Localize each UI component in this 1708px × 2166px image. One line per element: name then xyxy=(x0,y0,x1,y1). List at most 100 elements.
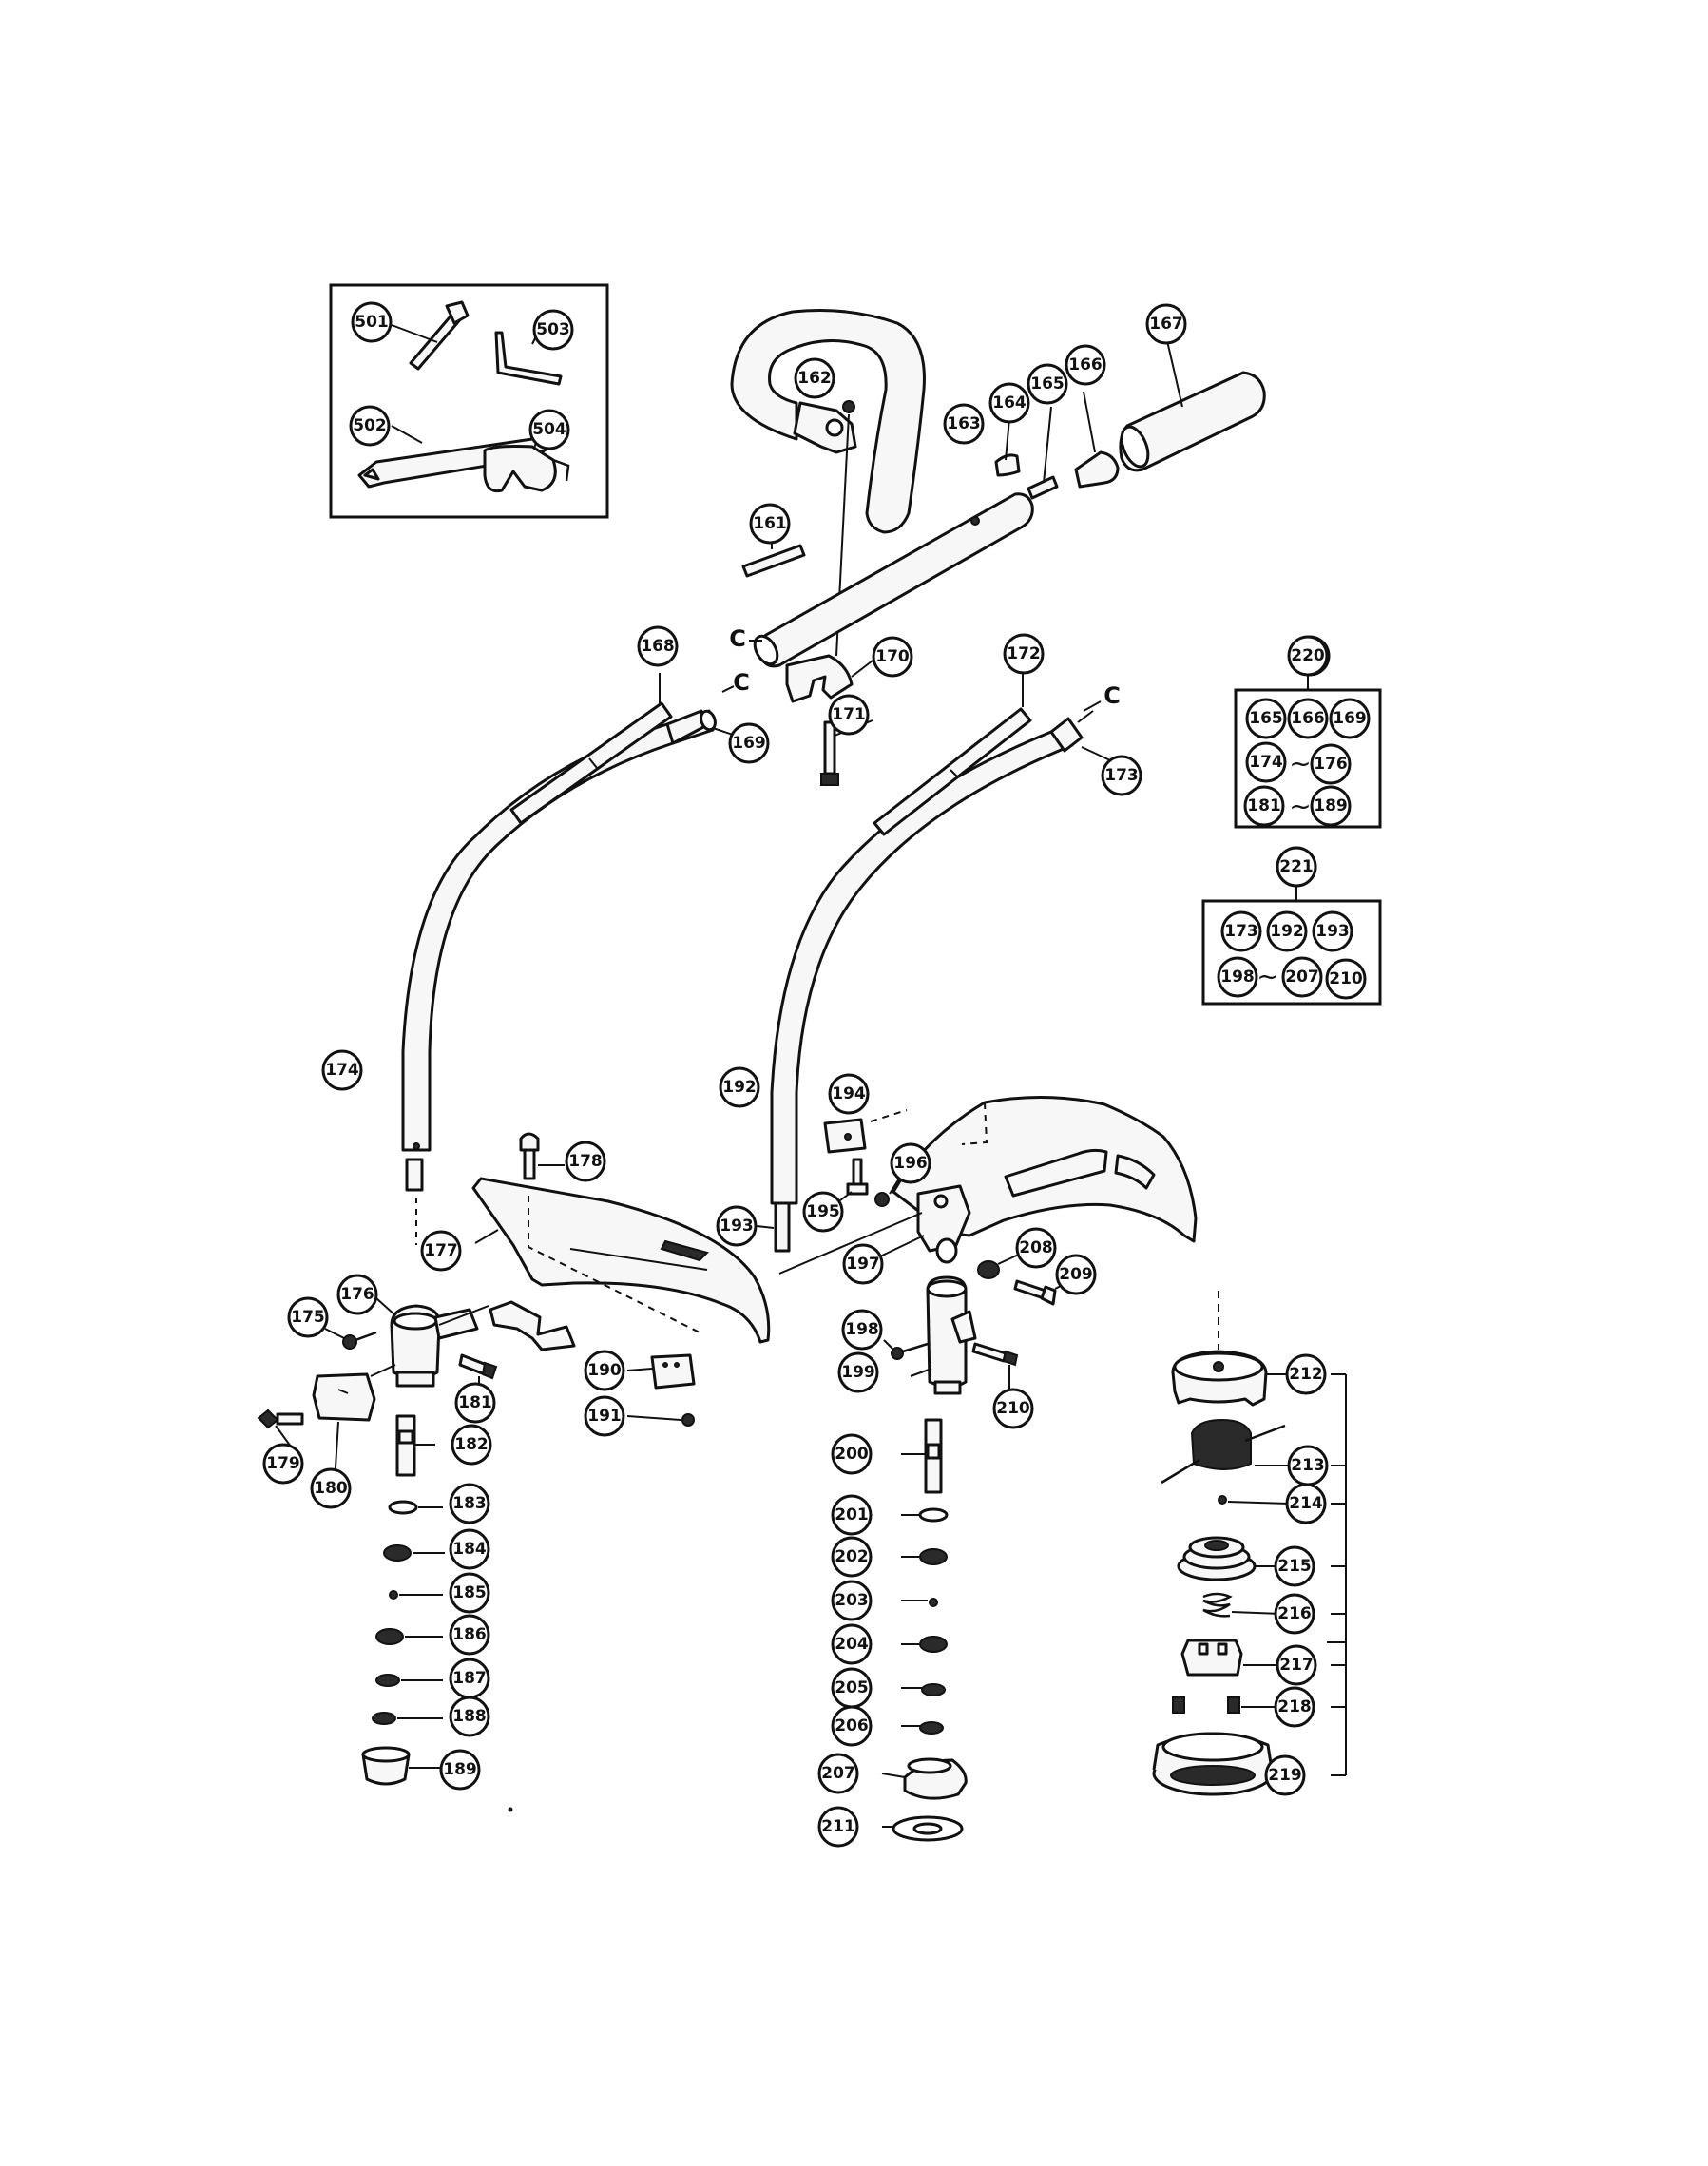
plate-190-drawing xyxy=(650,1353,696,1390)
callout-203: 203 xyxy=(831,1580,873,1621)
svg-text:217: 217 xyxy=(1279,1656,1314,1675)
svg-text:189: 189 xyxy=(1314,796,1348,815)
loop-handle-drawing xyxy=(730,309,926,534)
kit-220-item-189: 189 xyxy=(1310,785,1352,827)
svg-text:181: 181 xyxy=(458,1393,492,1412)
svg-text:162: 162 xyxy=(797,369,832,388)
callout-215: 215 xyxy=(1274,1545,1315,1587)
bolt-179-drawing xyxy=(257,1409,304,1429)
ball-213-drawing xyxy=(1218,1495,1227,1505)
svg-text:210: 210 xyxy=(996,1399,1030,1418)
svg-text:169: 169 xyxy=(732,734,766,753)
callout-167: 167 xyxy=(1145,303,1187,345)
callout-186: 186 xyxy=(449,1614,490,1656)
ball-185-drawing xyxy=(389,1590,398,1600)
svg-text:176: 176 xyxy=(1314,755,1348,774)
svg-text:187: 187 xyxy=(452,1669,487,1688)
label-172-drawing xyxy=(873,707,1032,836)
callout-181: 181 xyxy=(454,1382,496,1424)
callout-207: 207 xyxy=(817,1753,859,1794)
svg-text:195: 195 xyxy=(806,1202,840,1221)
svg-text:170: 170 xyxy=(875,647,910,666)
callout-164: 164 xyxy=(988,382,1030,424)
callout-179: 179 xyxy=(262,1443,304,1485)
svg-text:192: 192 xyxy=(722,1078,757,1097)
svg-text:210: 210 xyxy=(1329,969,1363,988)
bracket-219-lines xyxy=(1327,1373,1347,1776)
svg-text:501: 501 xyxy=(355,313,389,332)
kit-221-item-193: 193 xyxy=(1312,910,1353,952)
svg-text:182: 182 xyxy=(454,1435,489,1454)
kit-220-item-165: 165 xyxy=(1245,698,1287,739)
shaft-182-drawing xyxy=(395,1414,416,1477)
svg-text:208: 208 xyxy=(1019,1238,1053,1257)
callout-190: 190 xyxy=(584,1350,625,1391)
callout-189: 189 xyxy=(439,1749,481,1791)
svg-text:192: 192 xyxy=(1270,922,1304,941)
svg-text:188: 188 xyxy=(452,1707,487,1726)
kit-221-item-198: 198 xyxy=(1217,956,1258,998)
cone-166-drawing xyxy=(1074,450,1120,489)
svg-text:213: 213 xyxy=(1291,1456,1325,1475)
svg-text:161: 161 xyxy=(753,514,787,533)
grip-167-drawing xyxy=(1119,371,1266,472)
ring-216-drawing xyxy=(1180,1639,1243,1677)
callout-183: 183 xyxy=(449,1483,490,1524)
svg-text:175: 175 xyxy=(291,1308,325,1327)
nut-162-drawing xyxy=(842,400,855,413)
kit-221-item-210: 210 xyxy=(1325,958,1367,1000)
kit-220-item-174: 174 xyxy=(1245,741,1287,783)
svg-text:183: 183 xyxy=(452,1494,487,1513)
callout-204: 204 xyxy=(831,1623,873,1665)
svg-text:171: 171 xyxy=(832,705,866,724)
svg-text:163: 163 xyxy=(947,414,981,433)
svg-text:203: 203 xyxy=(835,1591,869,1610)
svg-text:220: 220 xyxy=(1291,646,1325,665)
callout-165: 165 xyxy=(1027,363,1068,405)
svg-text:214: 214 xyxy=(1289,1494,1323,1513)
spool-line-212-drawing xyxy=(1161,1418,1286,1485)
callout-503: 503 xyxy=(532,309,574,351)
svg-text:177: 177 xyxy=(424,1241,458,1260)
guard-197-drawing xyxy=(870,1096,1198,1264)
callout-184: 184 xyxy=(449,1528,490,1570)
callout-192: 192 xyxy=(719,1066,760,1108)
callout-197: 197 xyxy=(842,1243,884,1285)
callout-196: 196 xyxy=(890,1142,931,1184)
cup-206-drawing xyxy=(903,1757,968,1800)
svg-text:174: 174 xyxy=(1249,753,1283,772)
svg-text:193: 193 xyxy=(1315,922,1350,941)
ball-203-drawing xyxy=(929,1598,938,1607)
shaft-200-drawing xyxy=(924,1418,943,1494)
kit-221-item-173: 173 xyxy=(1220,910,1262,952)
callout-202: 202 xyxy=(831,1536,873,1578)
label-168-drawing xyxy=(509,701,673,825)
kit-220-item-176: 176 xyxy=(1310,743,1352,785)
svg-text:503: 503 xyxy=(536,320,570,339)
svg-text:201: 201 xyxy=(835,1505,869,1524)
callout-193: 193 xyxy=(716,1205,758,1247)
callout-209: 209 xyxy=(1055,1254,1097,1295)
svg-text:166: 166 xyxy=(1068,355,1103,374)
svg-text:174: 174 xyxy=(325,1061,359,1080)
kit-221-range: ~ xyxy=(1257,961,1278,992)
upper-shaft-tube-drawing xyxy=(753,492,1034,668)
svg-text:190: 190 xyxy=(587,1361,622,1380)
kit-220-item-169: 169 xyxy=(1329,698,1371,739)
svg-text:176: 176 xyxy=(340,1285,374,1304)
cap-189-drawing xyxy=(361,1746,411,1786)
svg-text:166: 166 xyxy=(1291,709,1325,728)
callout-208: 208 xyxy=(1015,1227,1057,1269)
svg-text:186: 186 xyxy=(452,1625,487,1644)
svg-text:167: 167 xyxy=(1149,315,1183,334)
callout-178: 178 xyxy=(565,1141,606,1182)
svg-text:184: 184 xyxy=(452,1540,487,1559)
svg-text:169: 169 xyxy=(1333,709,1367,728)
svg-text:165: 165 xyxy=(1249,709,1283,728)
svg-text:173: 173 xyxy=(1104,766,1139,785)
svg-text:221: 221 xyxy=(1279,857,1314,876)
svg-text:198: 198 xyxy=(845,1320,879,1339)
bearing-202a-drawing xyxy=(919,1548,948,1565)
bolt-181-drawing xyxy=(458,1353,498,1380)
